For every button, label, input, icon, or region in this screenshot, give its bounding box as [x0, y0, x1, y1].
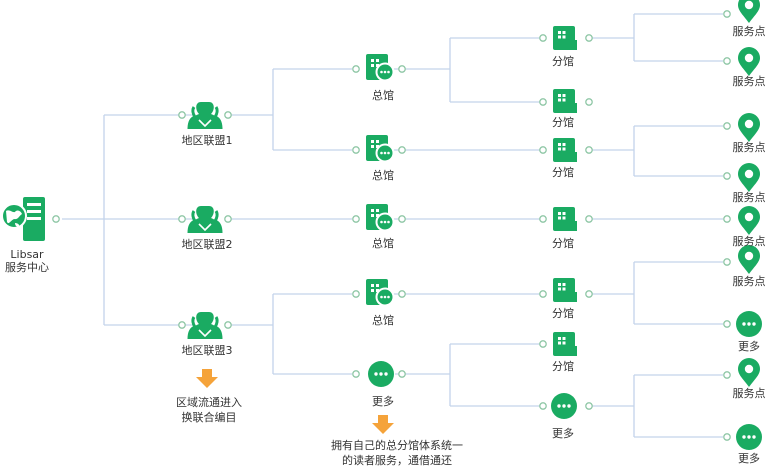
region-label-3: 地区联盟3 [181, 344, 233, 357]
main-library-label: 总馆 [372, 89, 394, 102]
center-label-line2: 服务中心 [5, 261, 49, 274]
branch-library-icon [553, 89, 577, 113]
connector-ports [52, 10, 731, 441]
connector-lines [62, 13, 723, 438]
main-library-icon [365, 134, 395, 163]
more-note-line1: 拥有自己的总分馆体系统一 [331, 439, 463, 452]
location-pin-icon [738, 47, 760, 76]
more-label: 更多 [738, 452, 760, 465]
service-point-label: 服务点 [732, 141, 766, 154]
more-icon [736, 424, 762, 450]
branch-library-icon [553, 26, 577, 50]
branch-label: 分馆 [552, 55, 574, 68]
service-point-label: 服务点 [732, 235, 766, 248]
branch-library-icon [553, 207, 577, 231]
region-note: 区域流通进入 换联合编目 [176, 395, 242, 425]
service-point-label: 服务点 [732, 387, 766, 400]
main-library-icon [365, 278, 395, 307]
branch-label: 分馆 [552, 307, 574, 320]
service-point-label: 服务点 [732, 275, 766, 288]
main-library-label: 总馆 [372, 169, 394, 182]
more-icon [368, 361, 394, 387]
service-point-label: 服务点 [732, 191, 766, 204]
service-point-label: 服务点 [732, 75, 766, 88]
region-label-1: 地区联盟1 [181, 134, 233, 147]
more-icon [736, 311, 762, 337]
main-library-label: 总馆 [372, 237, 394, 250]
location-pin-icon [738, 358, 760, 387]
more-note: 拥有自己的总分馆体系统一 的读者服务，通借通还 [331, 438, 463, 468]
main-library-label: 总馆 [372, 314, 394, 327]
branch-label: 分馆 [552, 360, 574, 373]
region-note-line1: 区域流通进入 [176, 396, 242, 409]
branch-label: 分馆 [552, 166, 574, 179]
branch-label: 分馆 [552, 237, 574, 250]
branch-label: 分馆 [552, 116, 574, 129]
branch-library-icon [553, 138, 577, 162]
service-point-label: 服务点 [732, 25, 766, 38]
server-globe-icon [1, 197, 45, 241]
location-pin-icon [738, 163, 760, 192]
more-label: 更多 [738, 340, 760, 353]
more-icon [551, 393, 577, 419]
branch-library-icon [553, 332, 577, 356]
center-label: Libsar 服务中心 [5, 248, 49, 274]
region-note-line2: 换联合编目 [181, 411, 237, 424]
location-pin-icon [738, 245, 760, 274]
people-icon [187, 204, 223, 235]
more-note-line2: 的读者服务，通借通还 [342, 454, 452, 467]
arrow-down-icon [372, 415, 394, 434]
main-library-icon [365, 203, 395, 232]
main-library-icon [365, 53, 395, 82]
location-pin-icon [738, 113, 760, 142]
people-icon [187, 310, 223, 341]
more-label: 更多 [552, 427, 574, 440]
branch-library-icon [553, 278, 577, 302]
arrow-down-icon [196, 369, 218, 388]
center-label-line1: Libsar [10, 248, 44, 261]
people-icon [187, 100, 223, 131]
location-pin-icon [738, 206, 760, 235]
region-label-2: 地区联盟2 [181, 238, 233, 251]
more-label: 更多 [372, 395, 394, 408]
location-pin-icon [738, 0, 760, 23]
